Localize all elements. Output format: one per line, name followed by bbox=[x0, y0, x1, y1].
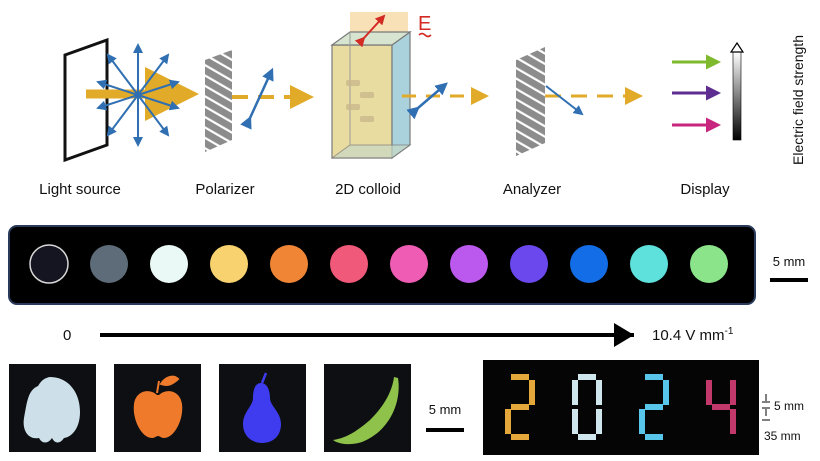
label-2d-colloid: 2D colloid bbox=[335, 181, 401, 198]
digit-segment bbox=[596, 409, 602, 434]
field-tilde bbox=[418, 32, 432, 38]
digit-segment bbox=[505, 409, 511, 434]
field-symbol: E bbox=[418, 13, 431, 35]
peach-shape bbox=[23, 377, 80, 443]
light-source-panel bbox=[63, 37, 109, 163]
color-swatch-row bbox=[29, 244, 728, 284]
color-swatch bbox=[570, 245, 608, 283]
field-strength-gradient-bar bbox=[732, 51, 742, 141]
label-analyzer: Analyzer bbox=[503, 181, 561, 198]
digit-segment bbox=[712, 404, 730, 410]
digit-segment bbox=[511, 434, 529, 440]
axis-end-value: 10.4 V mm bbox=[652, 327, 725, 344]
color-swatch bbox=[390, 245, 428, 283]
color-swatch bbox=[330, 245, 368, 283]
digit-segment bbox=[730, 409, 736, 434]
banana-shape bbox=[333, 377, 399, 445]
digit-segment bbox=[730, 380, 736, 405]
unpolarized-light-arrows-icon bbox=[96, 43, 180, 147]
digit-segment bbox=[706, 380, 712, 405]
dimension-marker bbox=[762, 394, 770, 421]
color-swatch bbox=[690, 245, 728, 283]
digit-segment bbox=[639, 409, 645, 434]
digit-segment bbox=[572, 380, 578, 405]
colloid-cell bbox=[330, 12, 412, 160]
digit-segment bbox=[645, 434, 663, 440]
label-light-source: Light source bbox=[39, 181, 121, 198]
analyzer-plate bbox=[516, 47, 545, 156]
label-electric-field-strength: Electric field strength bbox=[790, 35, 806, 165]
pear-shape bbox=[243, 383, 281, 443]
digit-segment bbox=[596, 380, 602, 405]
pear-pattern-tile bbox=[219, 364, 306, 452]
digit-segment bbox=[572, 409, 578, 434]
digit-segment bbox=[529, 380, 535, 405]
color-swatch bbox=[29, 244, 69, 284]
color-swatch bbox=[150, 245, 188, 283]
label-polarizer: Polarizer bbox=[195, 181, 254, 198]
apple-pattern-tile bbox=[114, 364, 201, 452]
pear-stem bbox=[260, 372, 268, 384]
digit-segment bbox=[578, 434, 596, 440]
color-swatch bbox=[450, 245, 488, 283]
scale-label-fruits: 5 mm bbox=[429, 402, 462, 417]
color-swatch bbox=[510, 245, 548, 283]
axis-start-label: 0 bbox=[63, 327, 71, 344]
digit-height-label: 35 mm bbox=[764, 429, 801, 443]
digit-segment bbox=[645, 374, 663, 380]
polarization-arrow-icon bbox=[545, 85, 584, 116]
label-display: Display bbox=[680, 181, 730, 198]
apple-stem bbox=[156, 375, 180, 394]
color-swatch bbox=[630, 245, 668, 283]
banana-pattern-tile bbox=[324, 364, 411, 452]
axis-end-label: 10.4 V mm-1 bbox=[652, 326, 734, 344]
polarizer-plate bbox=[205, 50, 232, 152]
axis-end-superscript: -1 bbox=[725, 326, 734, 337]
color-swatch bbox=[270, 245, 308, 283]
color-swatch bbox=[210, 245, 248, 283]
fruit-pattern-row bbox=[9, 364, 411, 452]
digit-group bbox=[505, 374, 736, 440]
optical-setup-schematic: E Light source Polarizer 2D colloid Anal… bbox=[39, 12, 806, 198]
color-strip-background bbox=[8, 225, 756, 305]
gradient-arrow-head-icon bbox=[729, 41, 745, 53]
color-swatch bbox=[90, 245, 128, 283]
digit-segment bbox=[663, 380, 669, 405]
digit-segment bbox=[511, 374, 529, 380]
digit-segment bbox=[578, 374, 596, 380]
segment-thickness-label: 5 mm bbox=[774, 399, 804, 413]
polarization-arrow-icon bbox=[240, 67, 274, 130]
polarization-arrow-icon bbox=[406, 82, 448, 120]
digit-segment bbox=[645, 404, 663, 410]
peach-pattern-tile bbox=[9, 364, 96, 452]
apple-shape bbox=[133, 391, 183, 438]
field-arrow-icon bbox=[354, 14, 386, 48]
seven-segment-display bbox=[483, 360, 759, 455]
scale-label-strip: 5 mm bbox=[773, 254, 806, 269]
digit-segment bbox=[511, 404, 529, 410]
color-strip bbox=[8, 225, 756, 305]
